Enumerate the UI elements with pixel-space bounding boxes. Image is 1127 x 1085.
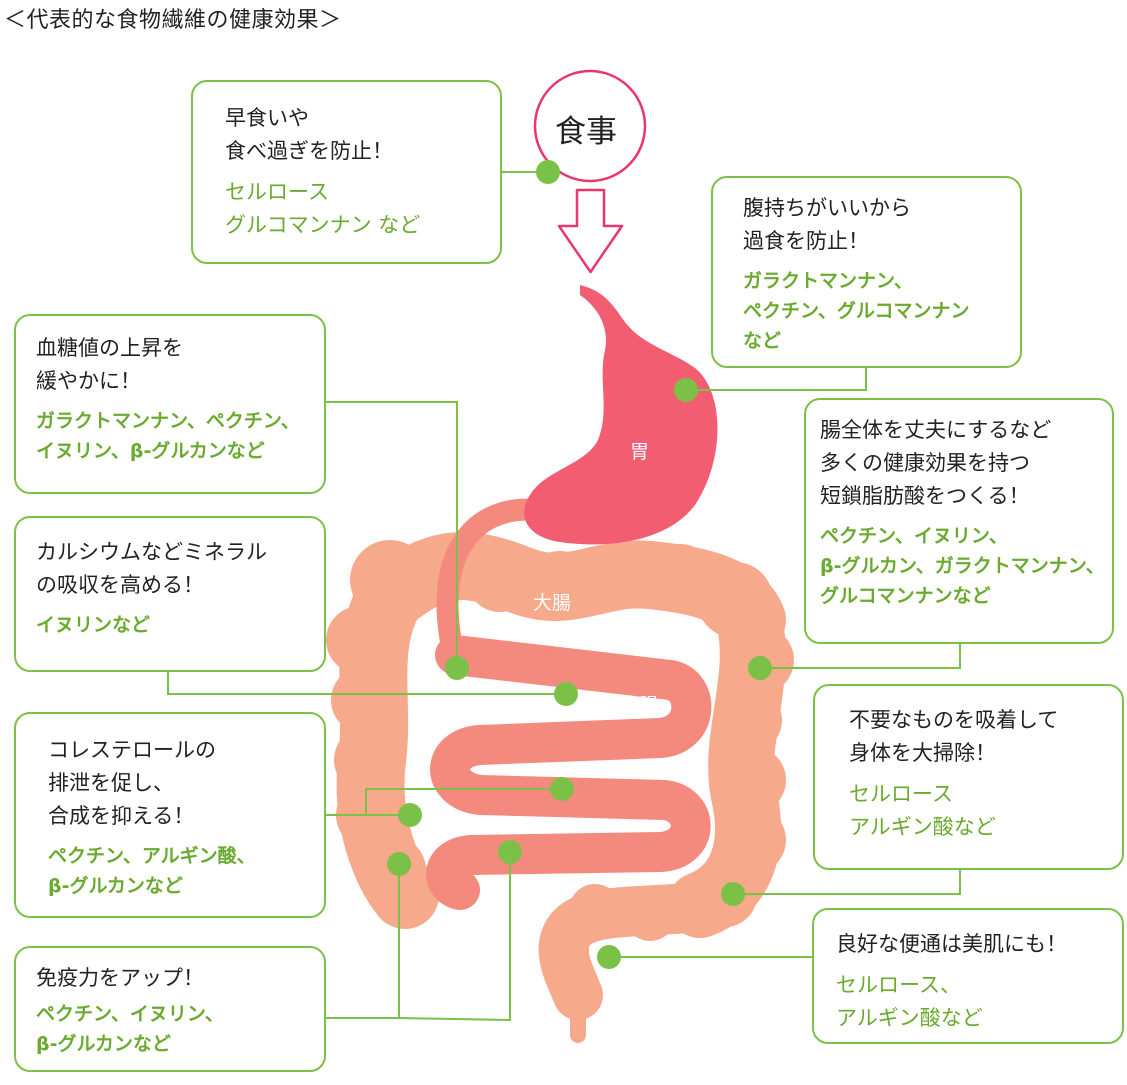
box-skin-text: 良好な便通は美肌にも！ <box>836 932 1067 956</box>
box-minerals-text: カルシウムなどミネラル の吸収を高める！ <box>36 540 267 597</box>
duodenum <box>436 498 546 671</box>
box-blood-sugar-text: 血糖値の上昇を 緩やかに！ <box>36 336 183 393</box>
connector-lines <box>167 171 961 1022</box>
meal-label: 食事 <box>555 114 617 150</box>
box-scfa: 腸全体を丈夫にするなど 多くの健康効果を持つ 短鎖脂肪酸をつくる！ ペクチン、イ… <box>804 398 1114 644</box>
large-intestine-label: 大腸 <box>533 592 572 614</box>
small-intestine <box>426 635 712 910</box>
box-cleanse-text: 不要なものを吸着して 身体を大掃除！ <box>849 708 1059 765</box>
connector-dots <box>387 160 772 969</box>
stomach-label: 胃 <box>630 441 650 463</box>
box-eat-fast-fibers: セルロース グルコマンナン など <box>225 180 421 237</box>
box-blood-sugar: 血糖値の上昇を 緩やかに！ ガラクトマンナン、ペクチン、 イヌリン、β-グルカン… <box>14 314 326 494</box>
box-immunity-fibers: ペクチン、イヌリン、 β-グルカンなど <box>36 1003 224 1055</box>
box-eat-fast: 早食いや 食べ過ぎを防止！ セルロース グルコマンナン など <box>191 80 502 264</box>
box-satiety-text: 腹持ちがいいから 過食を防止！ <box>743 196 911 253</box>
box-immunity-text: 免疫力をアップ！ <box>36 966 204 990</box>
box-scfa-fibers: ペクチン、イヌリン、 β-グルカン、ガラクトマンナン、 グルコマンナンなど <box>820 525 1105 607</box>
box-satiety: 腹持ちがいいから 過食を防止！ ガラクトマンナン、 ペクチン、グルコマンナン な… <box>711 176 1022 368</box>
box-cleanse-fibers: セルロース アルギン酸など <box>849 782 996 839</box>
box-cleanse: 不要なものを吸着して 身体を大掃除！ セルロース アルギン酸など <box>813 684 1124 870</box>
small-intestine-label: 小腸 <box>620 694 659 716</box>
diagram-title: ＜代表的な食物繊維の健康効果＞ <box>4 8 342 33</box>
box-immunity: 免疫力をアップ！ ペクチン、イヌリン、 β-グルカンなど <box>14 946 326 1072</box>
box-scfa-text: 腸全体を丈夫にするなど 多くの健康効果を持つ 短鎖脂肪酸をつくる！ <box>820 418 1052 508</box>
box-cholesterol-fibers: ペクチン、アルギン酸、 β-グルカンなど <box>48 845 256 897</box>
meal-circle <box>533 69 647 183</box>
box-minerals: カルシウムなどミネラル の吸収を高める！ イヌリンなど <box>14 516 326 672</box>
box-blood-sugar-fibers: ガラクトマンナン、ペクチン、 イヌリン、β-グルカンなど <box>36 410 300 462</box>
stomach <box>524 285 718 545</box>
box-cholesterol-text: コレステロールの 排泄を促し、 合成を抑える！ <box>48 738 216 828</box>
box-skin: 良好な便通は美肌にも！ セルロース、 アルギン酸など <box>812 908 1124 1044</box>
box-eat-fast-text: 早食いや 食べ過ぎを防止！ <box>225 106 393 163</box>
box-skin-fibers: セルロース、 アルギン酸など <box>836 973 983 1030</box>
box-cholesterol: コレステロールの 排泄を促し、 合成を抑える！ ペクチン、アルギン酸、 β-グル… <box>14 712 326 918</box>
box-minerals-fibers: イヌリンなど <box>36 614 151 636</box>
box-satiety-fibers: ガラクトマンナン、 ペクチン、グルコマンナン など <box>743 270 970 352</box>
down-arrow-icon <box>557 188 624 274</box>
